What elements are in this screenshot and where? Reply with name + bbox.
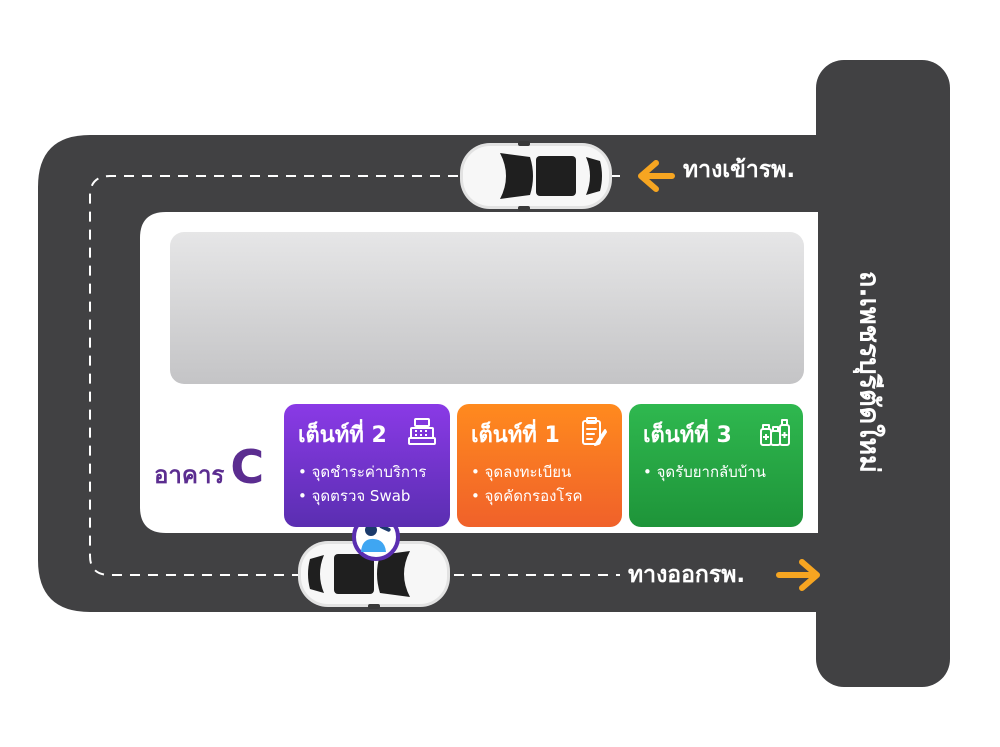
tent-item: จุดชำระค่าบริการ [298,460,436,484]
tent-items: จุดลงทะเบียน จุดคัดกรองโรค [471,460,608,508]
tent-1-card: เต็นท์ที่ 1 จุดลงทะเบียน จุดคัดกรองโรค [457,404,622,527]
main-road [816,60,950,687]
car-icon [460,141,612,211]
building-letter: C [230,440,265,494]
tent-item: จุดลงทะเบียน [471,460,608,484]
car-icon [298,539,450,609]
tent-title: เต็นท์ที่ 2 [298,423,387,448]
cash-register-icon [408,418,436,445]
lane-dashed-line [89,175,620,576]
clipboard-pen-icon [582,417,607,446]
building-c-block [170,232,804,384]
tent-items: จุดชำระค่าบริการ จุดตรวจ Swab [298,460,436,508]
building-label-text: อาคาร [154,461,225,489]
exit-label: ทางออกรพ. [628,562,746,588]
arrow-right-icon [776,559,820,591]
road-name-label: ถ.เพชรบุรีตัดใหม่ [853,271,885,473]
tent-items: จุดรับยากลับบ้าน [643,460,789,484]
tent-3-card: เต็นท์ที่ 3 จุดรับยากลับบ้าน [629,404,803,527]
arrow-left-icon [638,160,675,192]
medicine-bottles-icon [760,419,790,446]
tent-title: เต็นท์ที่ 1 [471,423,560,448]
tent-item: จุดรับยากลับบ้าน [643,460,789,484]
tent-item: จุดคัดกรองโรค [471,484,608,508]
entrance-label: ทางเข้ารพ. [683,157,796,183]
tent-item: จุดตรวจ Swab [298,484,436,508]
tent-title: เต็นท์ที่ 3 [643,423,732,448]
tent-2-card: เต็นท์ที่ 2 จุดชำระค่าบริการ จุดตรวจ Swa… [284,404,450,527]
